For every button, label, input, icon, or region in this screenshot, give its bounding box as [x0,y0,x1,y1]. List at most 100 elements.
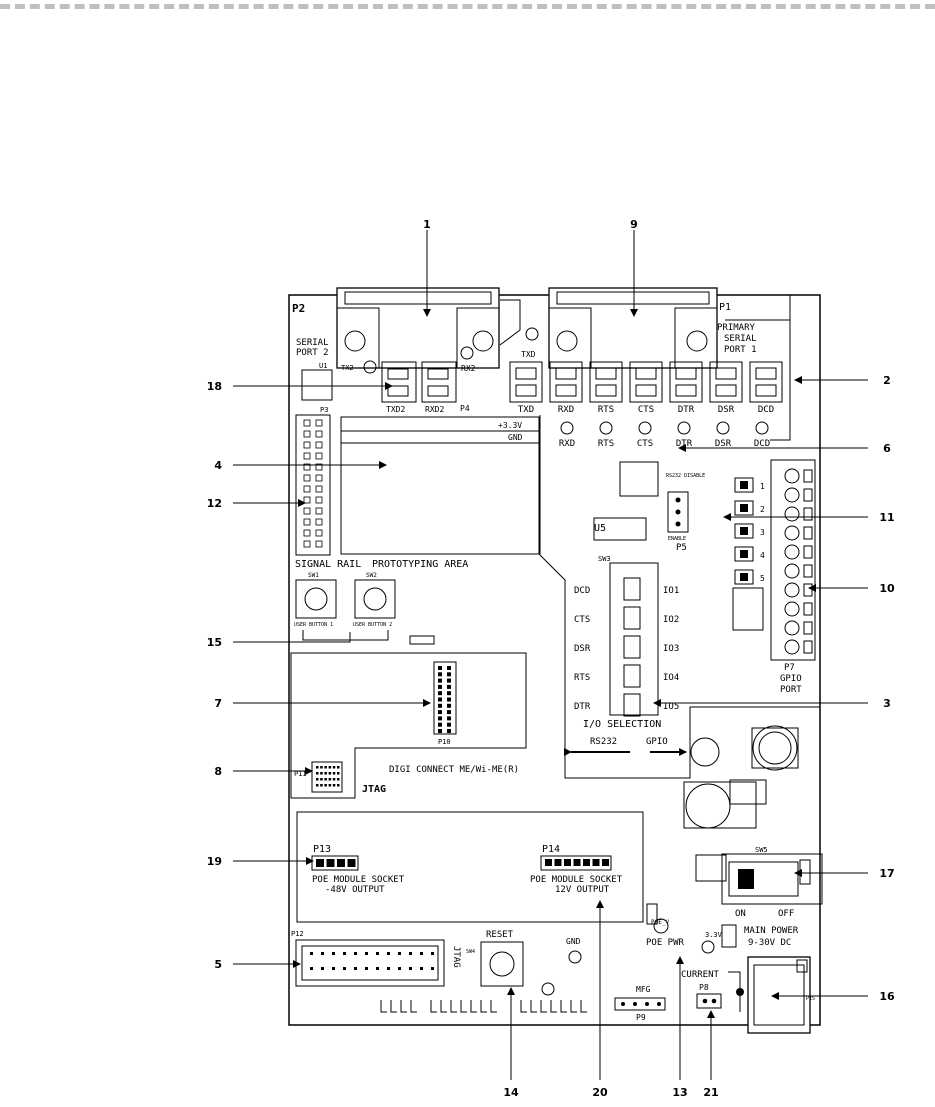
signal-jumper-dtr [669,361,703,403]
rx2-led [460,346,474,360]
testpoint-led [599,421,613,435]
serial-port-2-label-1: SERIAL [296,338,329,348]
poe-48v-label-2: -48V OUTPUT [325,885,385,895]
callout-2: 2 [883,374,891,387]
io-left-label: RTS [574,673,590,683]
jtag-label: JTAG [362,784,386,795]
sw3-label: SW3 [598,555,611,563]
signal-jumper-label: DCD [758,405,774,415]
p8-header [696,993,722,1009]
poe-module-area [296,811,644,923]
sw5-label: SW5 [755,846,768,854]
signal-rail-pins [303,419,323,548]
power-jack-p15 [747,956,811,1034]
p1-label: P1 [719,302,731,313]
rxd2-jumper [421,361,457,403]
signal-jumper-txd [509,361,543,403]
io-right-label: IO5 [663,702,679,712]
callout-13: 13 [672,1086,687,1099]
u1-label: U1 [319,362,327,370]
testpoint-led [755,421,769,435]
callout-14: 14 [503,1086,519,1099]
top-dashed-rule [0,4,935,9]
rs232-disable-label: RS232 DISABLE [666,473,705,479]
callout-3: 3 [883,697,891,710]
u1-chip [301,369,333,401]
p8-label: P8 [699,983,709,992]
p7-terminals [784,468,813,655]
signal-jumper-dcd [749,361,783,403]
poe-12v-label-1: POE MODULE SOCKET [530,875,623,885]
io-right-label: IO3 [663,644,679,654]
io-left-label: DTR [574,702,591,712]
gpio-led-label: 5 [760,574,765,583]
callout-12: 12 [207,497,222,510]
p11-jtag-header [311,761,343,793]
main-power-label-2: 9-30V DC [748,938,791,948]
callout-numbers: 1 9 18 2 4 6 12 11 10 15 7 3 8 19 17 5 1… [207,218,895,1099]
u6-chip [732,587,764,631]
primary-serial-label-3: PORT 1 [724,345,757,355]
enable-label: ENABLE [668,536,686,542]
signal-jumper-dsr [709,361,743,403]
poe-48v-label-1: POE MODULE SOCKET [312,875,405,885]
primary-serial-label-1: PRIMARY [717,323,756,333]
serial-port-2-label-2: PORT 2 [296,348,329,358]
jtag-bottom-label: JTAG [451,946,461,968]
inductor-l1 [752,725,798,771]
main-power-label-1: MAIN POWER [744,926,799,936]
prototyping-area [340,442,540,555]
user-button-1-label: USER BUTTON 1 [294,622,333,628]
u5-chip [593,517,647,541]
digi-connect-area [290,652,527,799]
p5-jumper [667,491,689,533]
txd2-jumper [381,361,417,403]
io-right-label: IO2 [663,615,679,625]
sw3-switch [609,562,659,716]
tx2-led [363,360,377,374]
gnd-testpoint-label: GND [566,937,581,946]
gpio-led-label: 1 [760,482,765,491]
p7-gpio-port [770,459,816,661]
testpoint-label: RXD [559,439,575,449]
io-right-label: IO4 [663,673,679,683]
user-button-1 [295,579,337,619]
testpoint-label: DCD [754,439,770,449]
p12-jtag-header [295,939,445,987]
digi-connect-label: DIGI CONNECT ME/Wi-ME(R) [389,765,519,775]
prototyping-area-label: PROTOTYPING AREA [372,559,468,570]
io-left-label: DSR [574,644,591,654]
callout-8: 8 [214,765,222,778]
callout-18: 18 [207,380,222,393]
testpoint-led [677,421,691,435]
primary-serial-label-2: SERIAL [724,334,757,344]
rail-gnd-label: GND [508,433,523,442]
v3-3-label: 3.3V [705,931,723,939]
signal-jumper-label: RTS [598,405,614,415]
db9-connector-p2 [336,287,500,369]
gpio-label: GPIO [646,737,668,747]
gpio-led-label: 4 [760,551,765,560]
signal-jumper-label: TXD [518,405,534,415]
io-selection-label: I/O SELECTION [583,719,661,730]
signal-jumper-label: DSR [718,405,735,415]
callout-16: 16 [879,990,895,1003]
p14-label: P14 [542,844,560,855]
on-label: ON [735,909,746,919]
p5-label: P5 [676,543,687,553]
callout-17: 17 [879,867,894,880]
mfg-label: MFG [636,985,651,994]
user-button-2 [354,579,396,619]
signal-jumper-cts [629,361,663,403]
gnd-testpoint [568,950,582,964]
p13-label: P13 [313,844,331,855]
txd-led [525,327,539,341]
capacitor-c27 [690,737,720,767]
gpio-port-label-1: GPIO [780,674,802,684]
testpoint-led [560,421,574,435]
callout-7: 7 [214,697,222,710]
